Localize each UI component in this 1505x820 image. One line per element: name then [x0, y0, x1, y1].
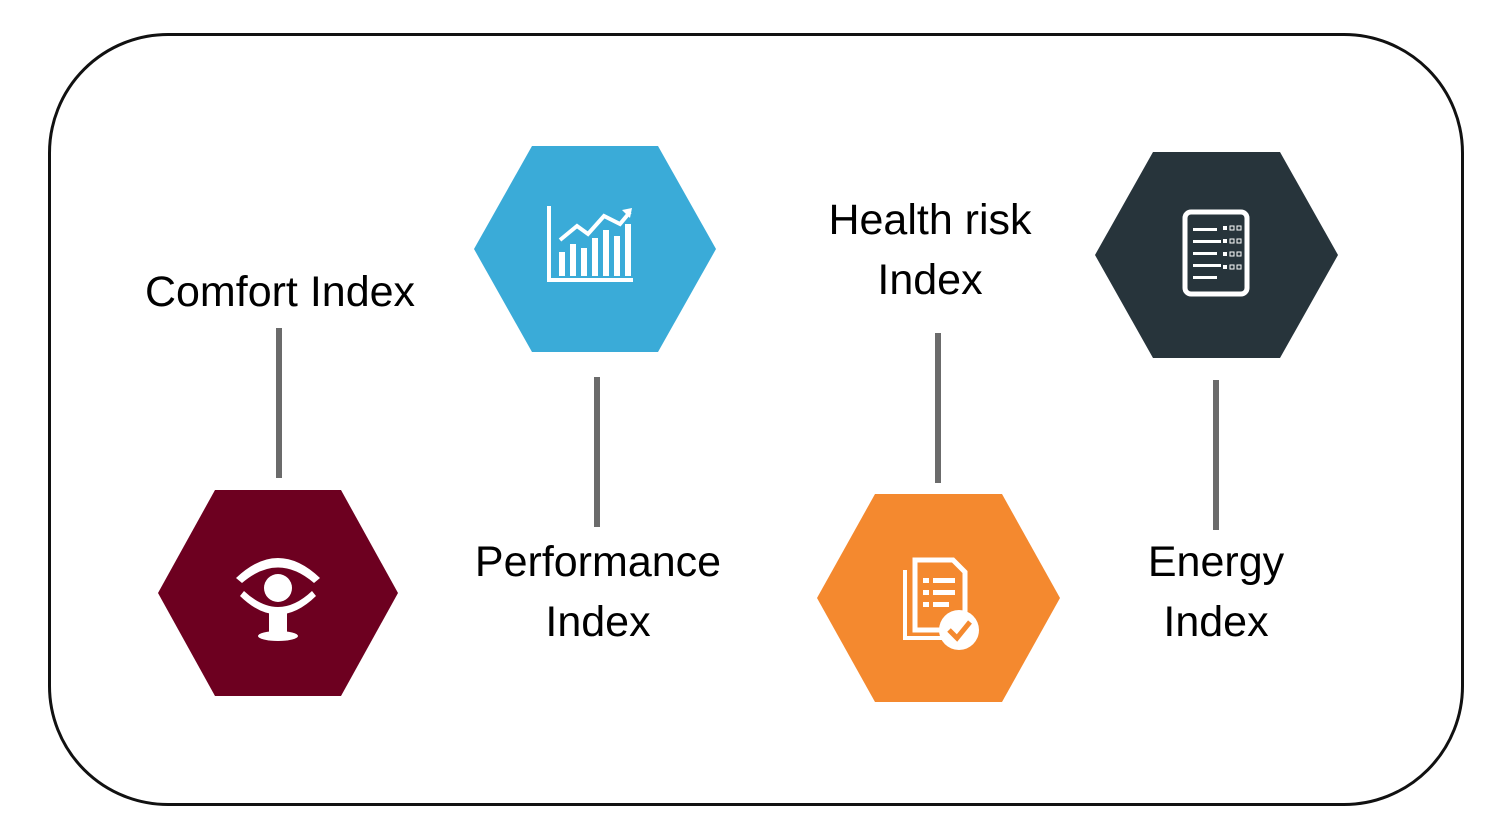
- comfort-connector: [276, 328, 282, 478]
- person-eye-icon: [236, 558, 320, 641]
- health-risk-connector: [935, 333, 941, 483]
- performance-hexagon: [474, 144, 716, 354]
- data-sheet-icon: [1182, 209, 1250, 297]
- health-risk-hexagon: [817, 492, 1060, 704]
- performance-index-label: Performance Index: [474, 538, 722, 646]
- comfort-hexagon: [158, 488, 398, 698]
- diagram-frame: [48, 33, 1464, 806]
- checklist-document-icon: [903, 557, 979, 650]
- health-risk-hexagon-shape: [817, 494, 1060, 702]
- comfort-index-label: Comfort Index: [144, 268, 416, 316]
- performance-connector: [594, 377, 600, 527]
- health-risk-index-label: Health risk Index: [828, 196, 1032, 304]
- trend-chart-icon: [547, 206, 633, 282]
- energy-connector: [1213, 380, 1219, 530]
- energy-hexagon: [1095, 150, 1338, 360]
- energy-index-label: Energy Index: [1147, 538, 1285, 646]
